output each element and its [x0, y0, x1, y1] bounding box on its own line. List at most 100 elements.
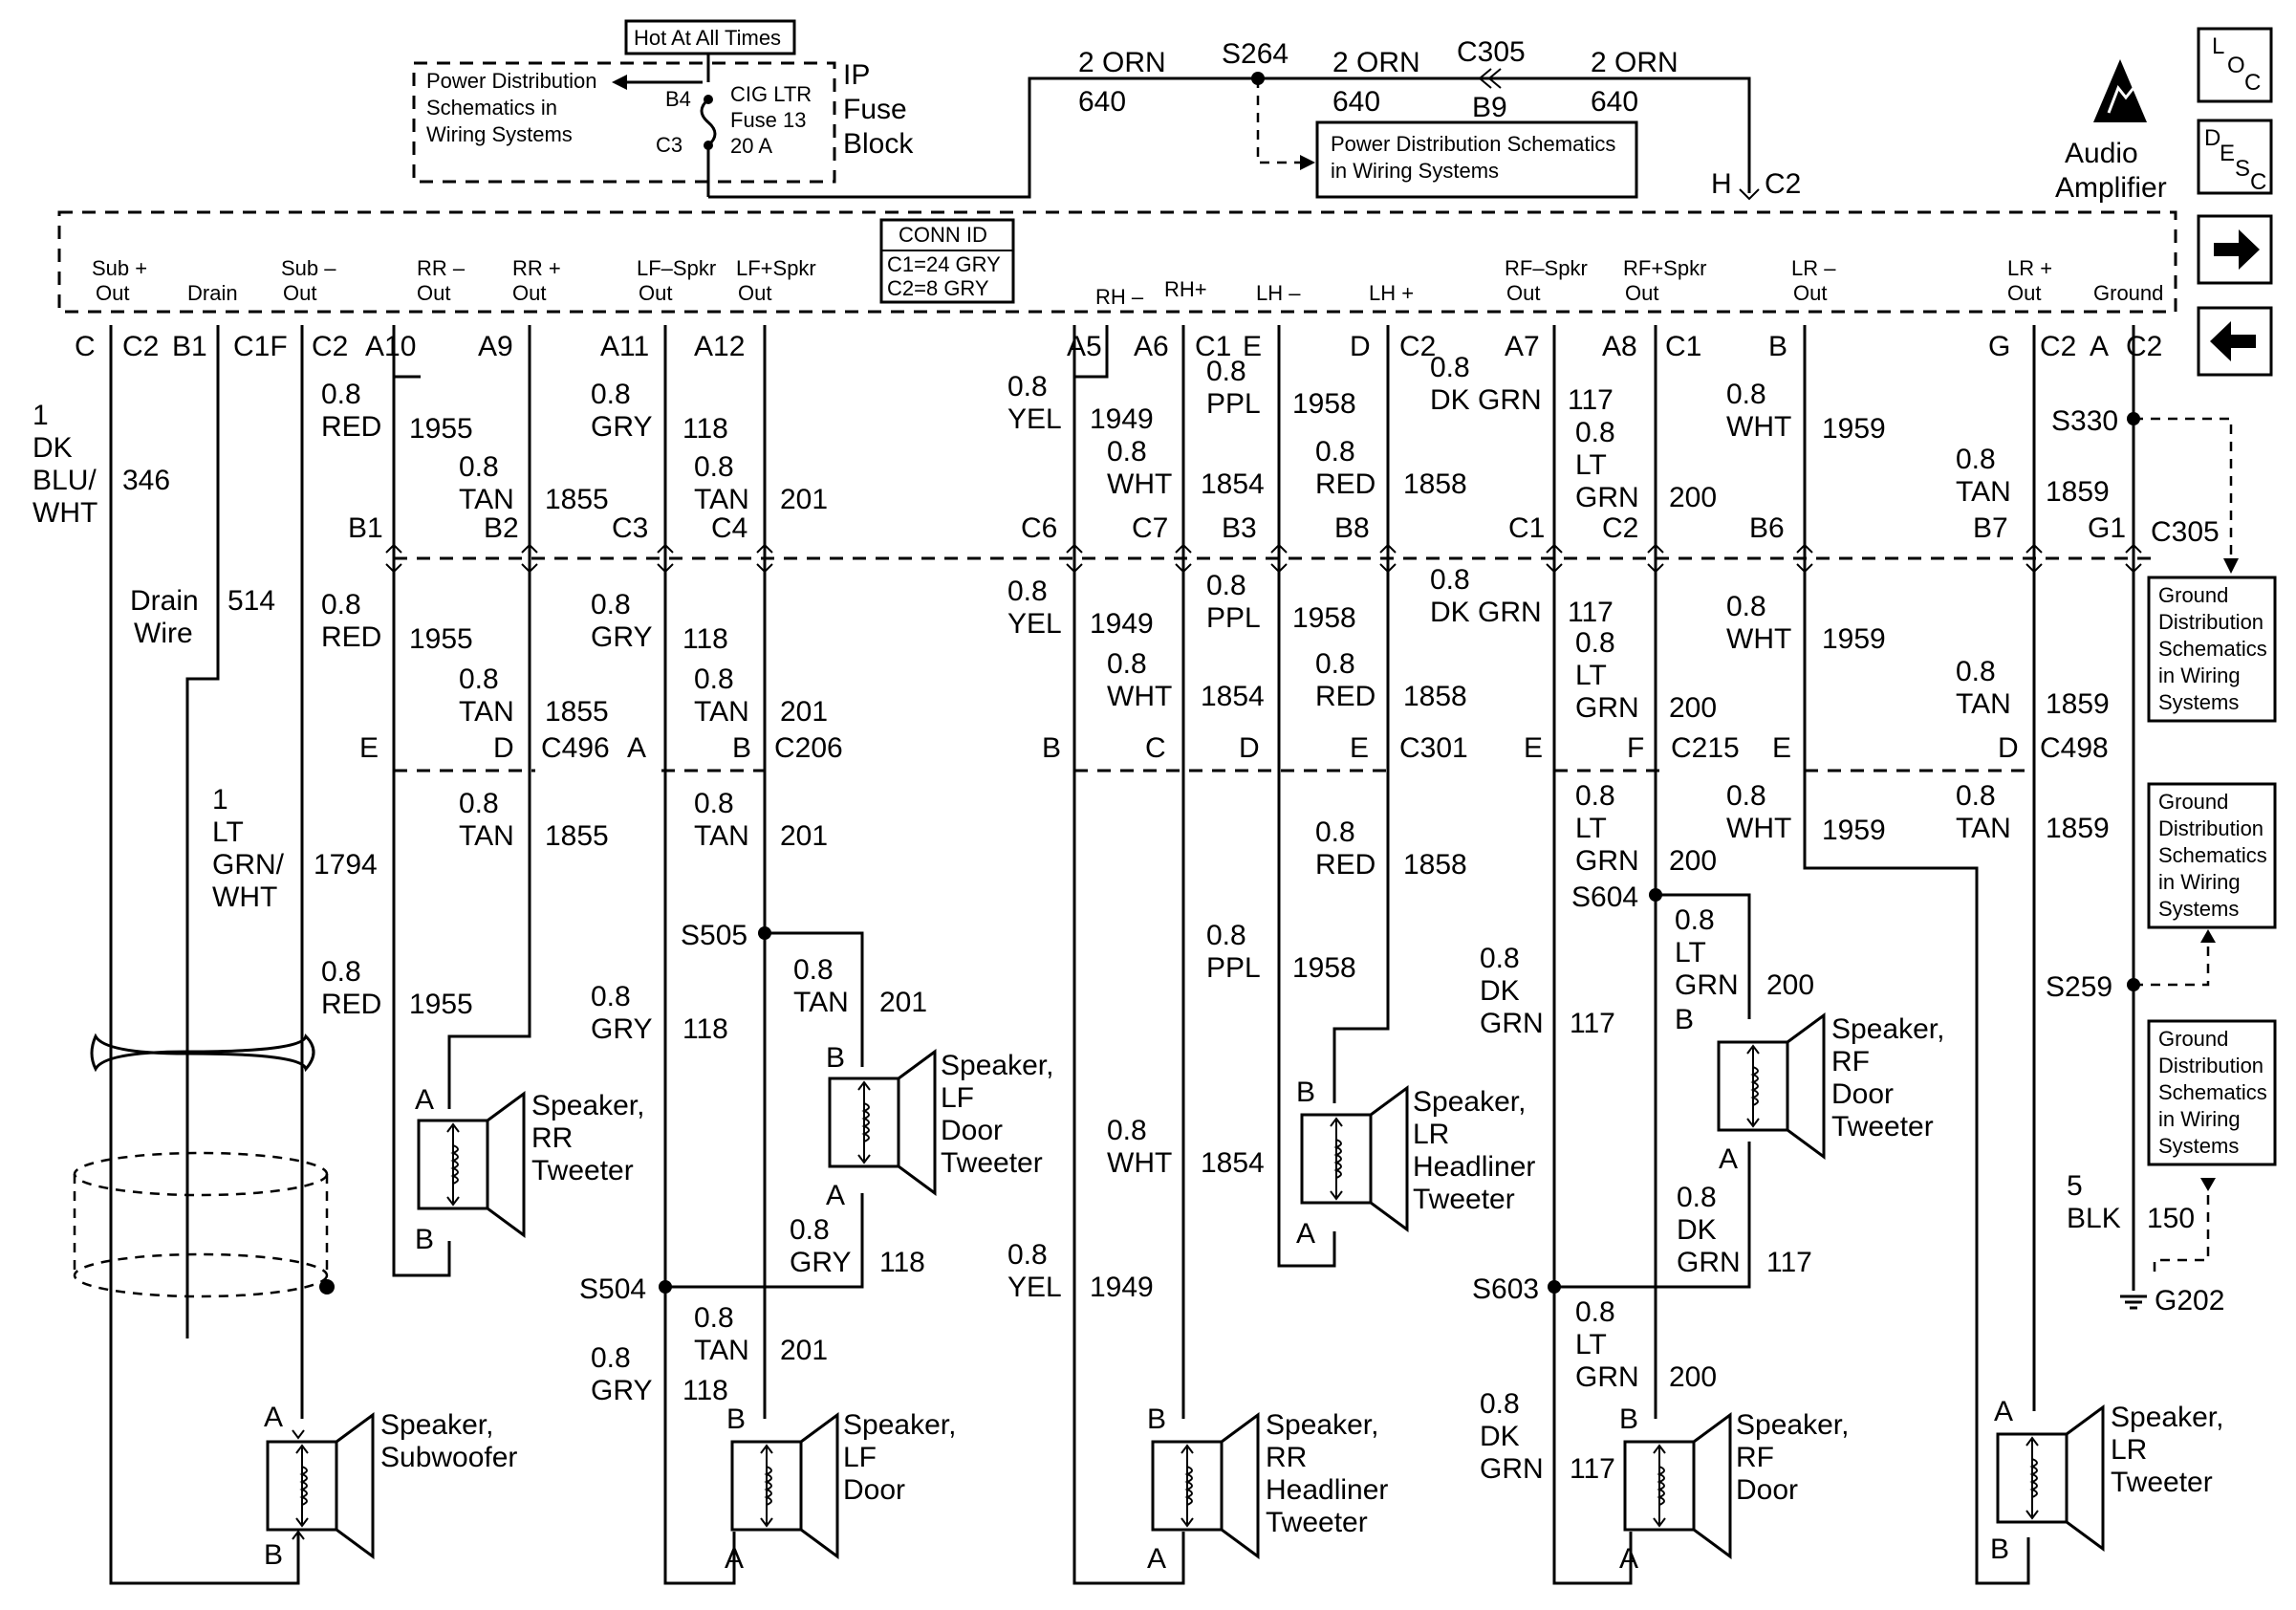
svg-text:200: 200 — [1669, 692, 1717, 724]
term-lh-neg: LH – — [1256, 281, 1301, 305]
speaker-lr-headliner-tweeter: B A Speaker, LR Headliner Tweeter — [1296, 1077, 1535, 1250]
svg-text:0.8: 0.8 — [591, 589, 631, 620]
svg-text:Speaker,: Speaker, — [531, 1090, 644, 1121]
svg-text:5: 5 — [2067, 1170, 2083, 1202]
svg-text:Ground: Ground — [2158, 583, 2228, 607]
fuse-block-outline — [412, 61, 836, 184]
term-rh-neg: RH – — [1095, 285, 1144, 309]
pin-c2-e: C2 — [2126, 331, 2162, 362]
svg-text:GRN: GRN — [1480, 1008, 1544, 1039]
svg-text:GRY: GRY — [591, 621, 652, 653]
c305-pin-b1: B1 — [348, 512, 383, 544]
term-sub-pos-2: Out — [96, 281, 129, 305]
svg-text:0.8: 0.8 — [1575, 780, 1615, 812]
fuse-label-2: Fuse 13 — [730, 108, 807, 132]
svg-text:LT: LT — [1575, 1329, 1607, 1360]
c305-pin-g1: G1 — [2088, 512, 2126, 544]
c301-pin-e: E — [1350, 732, 1369, 764]
svg-text:LT: LT — [1575, 813, 1607, 844]
svg-text:0.8: 0.8 — [694, 451, 734, 483]
svg-text:GRN: GRN — [1575, 1361, 1639, 1393]
svg-text:201: 201 — [780, 696, 828, 728]
arrow-right-icon[interactable] — [2197, 214, 2273, 285]
c305-pin-c4: C4 — [711, 512, 747, 544]
svg-text:C: C — [2250, 169, 2266, 195]
wire3-color: 2 ORN — [1591, 47, 1679, 78]
svg-text:Tweeter: Tweeter — [941, 1147, 1043, 1179]
svg-text:0.8: 0.8 — [1430, 352, 1470, 383]
pin-b: B — [1768, 331, 1787, 362]
s504-dot — [659, 1280, 672, 1294]
c305-pin-b6: B6 — [1749, 512, 1785, 544]
arrow-left-icon[interactable] — [2197, 306, 2273, 377]
s603-label: S603 — [1472, 1273, 1539, 1305]
svg-text:C: C — [2244, 70, 2261, 96]
svg-text:Tweeter: Tweeter — [1413, 1184, 1515, 1215]
svg-text:0.8: 0.8 — [459, 788, 499, 819]
svg-text:1959: 1959 — [1822, 623, 1886, 655]
svg-text:Headliner: Headliner — [1413, 1151, 1535, 1183]
speaker-lf-door: B A Speaker, LF Door — [725, 1403, 956, 1575]
svg-text:0.8: 0.8 — [591, 1342, 631, 1374]
svg-text:1859: 1859 — [2046, 476, 2110, 508]
c301-name: C301 — [1399, 732, 1468, 764]
svg-text:Schematics: Schematics — [2158, 843, 2267, 867]
pin-b1: B1 — [172, 331, 207, 362]
term-lr-neg-1: LR – — [1791, 256, 1836, 280]
fuse-label-3: 20 A — [730, 134, 772, 158]
svg-text:201: 201 — [780, 820, 828, 852]
svg-text:0.8: 0.8 — [1007, 1239, 1048, 1271]
svg-text:1958: 1958 — [1292, 602, 1356, 634]
fuse-block-name-1: IP — [843, 59, 870, 91]
svg-text:TAN: TAN — [694, 820, 749, 852]
svg-text:0.8: 0.8 — [793, 954, 834, 986]
svg-text:0.8: 0.8 — [1675, 904, 1715, 936]
svg-text:0.8: 0.8 — [1206, 570, 1246, 601]
svg-text:Distribution: Distribution — [2158, 610, 2264, 634]
svg-text:514: 514 — [227, 585, 275, 617]
term-lf-pos-1: LF+Spkr — [736, 256, 816, 280]
c305-pin-c2: C2 — [1602, 512, 1638, 544]
svg-text:200: 200 — [1669, 845, 1717, 877]
svg-text:TAN: TAN — [1956, 476, 2011, 508]
svg-text:0.8: 0.8 — [1206, 920, 1246, 951]
wire1-circuit: 640 — [1078, 86, 1126, 118]
svg-text:A: A — [826, 1180, 845, 1211]
svg-text:1949: 1949 — [1090, 403, 1154, 435]
term-lr-neg-2: Out — [1793, 281, 1827, 305]
term-rf-pos-2: Out — [1625, 281, 1658, 305]
svg-text:B: B — [1990, 1534, 2009, 1565]
c301-pin-c: C — [1145, 732, 1166, 764]
s505-dot — [758, 926, 771, 940]
svg-text:TAN: TAN — [694, 1335, 749, 1366]
c498-pin-e: E — [1772, 732, 1791, 764]
svg-text:Ground: Ground — [2158, 1027, 2228, 1051]
svg-text:LT: LT — [1575, 660, 1607, 691]
svg-text:GRY: GRY — [591, 1375, 652, 1406]
c496-pin-e: E — [359, 732, 379, 764]
pin-b4: B4 — [665, 87, 691, 111]
svg-text:150: 150 — [2147, 1203, 2195, 1234]
svg-text:TAN: TAN — [1956, 688, 2011, 720]
svg-text:GRY: GRY — [790, 1247, 851, 1278]
svg-text:Speaker,: Speaker, — [1266, 1409, 1378, 1441]
ip-fuse-block: Hot At All Times Power Distribution Sche… — [412, 19, 914, 197]
svg-text:1859: 1859 — [2046, 688, 2110, 720]
svg-text:BLK: BLK — [2067, 1203, 2121, 1234]
svg-text:A: A — [1296, 1218, 1315, 1250]
svg-text:0.8: 0.8 — [790, 1214, 830, 1246]
svg-text:BLU/: BLU/ — [32, 465, 97, 496]
term-ground: Ground — [2093, 281, 2163, 305]
svg-text:0.8: 0.8 — [1575, 417, 1615, 448]
c305-pin-c6: C6 — [1021, 512, 1057, 544]
svg-text:0.8: 0.8 — [459, 664, 499, 695]
svg-text:GRY: GRY — [591, 1013, 652, 1045]
c305-pin-c1: C1 — [1508, 512, 1545, 544]
term-drain: Drain — [187, 281, 238, 305]
loc-icon[interactable]: L O C — [2197, 27, 2273, 103]
svg-text:0.8: 0.8 — [1107, 436, 1147, 468]
svg-text:WHT: WHT — [1107, 681, 1172, 712]
desc-icon[interactable]: D E S C — [2197, 119, 2273, 195]
svg-text:Door: Door — [1831, 1078, 1894, 1110]
conn-id-box — [879, 218, 1015, 304]
